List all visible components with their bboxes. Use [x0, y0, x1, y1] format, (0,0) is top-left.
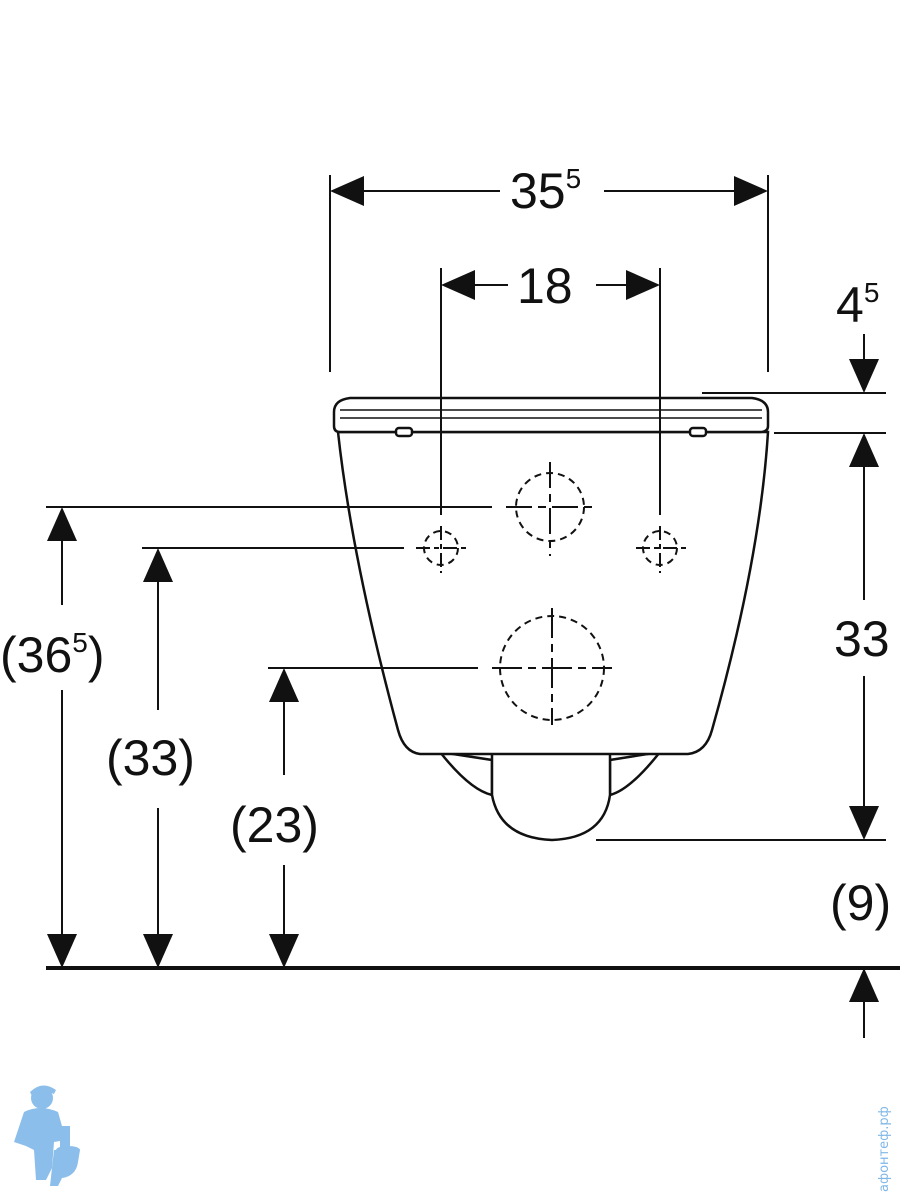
watermark-site-text: афонтеф.рф	[877, 1106, 892, 1192]
dimension-bowl-height: 33	[596, 467, 890, 841]
bowl-height-value: 33	[834, 611, 890, 667]
dimension-bolt-spacing: 18	[440, 258, 661, 515]
inlet-height-value: (36	[0, 627, 72, 683]
dimension-floor-clearance: (9)	[830, 875, 891, 1038]
dimension-bolt-height: (33)	[106, 547, 404, 968]
overall-width-sup: 5	[566, 163, 582, 194]
outlet-hole	[492, 608, 612, 725]
dimension-outlet-height: (23)	[230, 667, 478, 968]
svg-text:355: 355	[510, 163, 581, 219]
dimension-inlet-height: (365)	[0, 506, 492, 968]
overall-width-value: 35	[510, 163, 566, 219]
bolt-hole-left	[416, 526, 466, 573]
bolt-height-value: (33)	[106, 730, 195, 786]
seat-thickness-value: 4	[836, 277, 864, 333]
inlet-height-sup: 5	[72, 627, 88, 658]
inlet-height-close: )	[88, 627, 105, 683]
toilet-seat	[332, 396, 770, 438]
plumber-mascot-icon	[14, 1085, 80, 1186]
svg-text:(365): (365)	[0, 627, 105, 683]
outlet-height-value: (23)	[230, 797, 319, 853]
floor-clearance-value: (9)	[830, 875, 891, 931]
svg-text:45: 45	[836, 277, 879, 333]
seat-thickness-sup: 5	[864, 277, 880, 308]
dimension-seat-thickness: 45	[702, 277, 886, 467]
inlet-hole	[506, 462, 598, 556]
dimension-overall-width: 355	[329, 163, 769, 372]
bolt-spacing-value: 18	[517, 258, 573, 314]
bolt-hole-right	[636, 526, 686, 573]
